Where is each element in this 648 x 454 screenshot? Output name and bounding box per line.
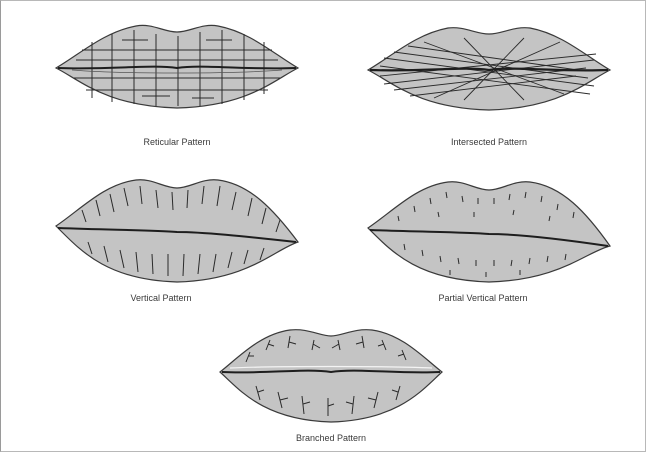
vertical-lips-svg xyxy=(52,176,302,286)
branched-lips xyxy=(216,322,446,426)
vertical-caption: Vertical Pattern xyxy=(96,293,226,303)
intersected-lips-svg xyxy=(364,24,614,114)
partial-vertical-lips xyxy=(364,176,614,286)
partial-vertical-lips-svg xyxy=(364,176,614,286)
intersected-caption: Intersected Pattern xyxy=(424,137,554,147)
intersected-lips xyxy=(364,24,614,114)
branched-caption: Branched Pattern xyxy=(266,433,396,443)
reticular-lips xyxy=(52,20,302,110)
reticular-caption: Reticular Pattern xyxy=(112,137,242,147)
branched-lips-svg xyxy=(216,322,446,426)
reticular-lips-svg xyxy=(52,20,302,110)
vertical-lips xyxy=(52,176,302,286)
partial-vertical-caption: Partial Vertical Pattern xyxy=(408,293,558,303)
